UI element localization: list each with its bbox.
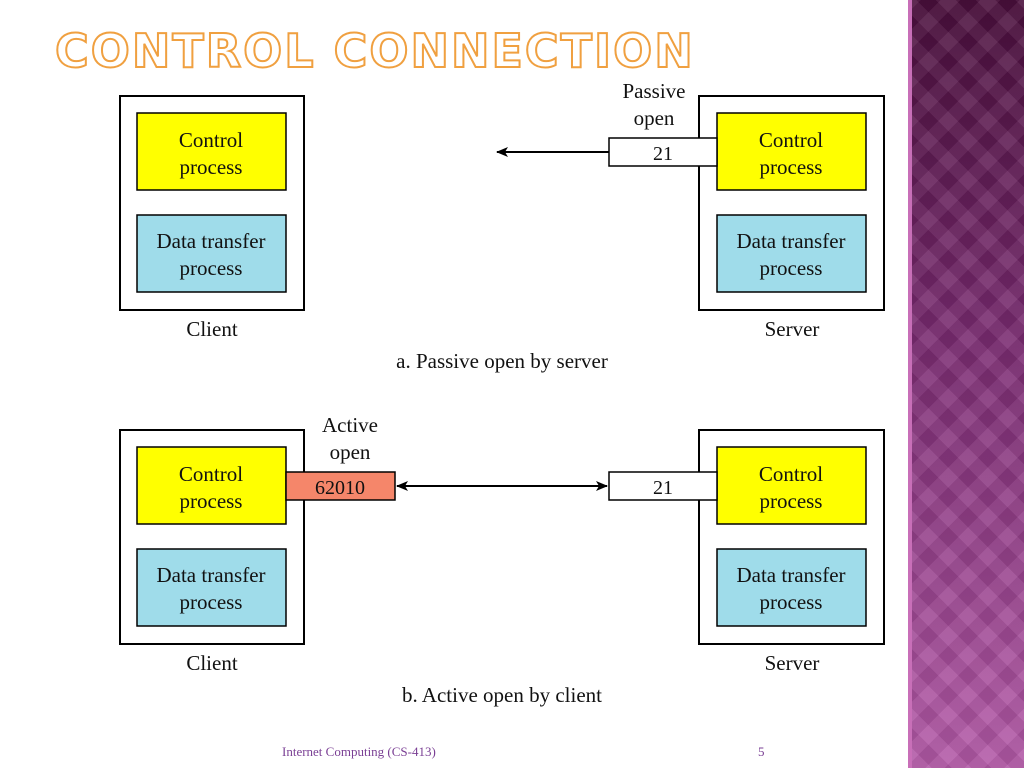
server-port-21: 21 bbox=[608, 471, 718, 501]
svg-text:21: 21 bbox=[653, 143, 673, 165]
server-label: Server bbox=[765, 317, 820, 341]
server-host: Control process Data transfer process bbox=[698, 429, 885, 645]
client-data-transfer-process: Data transfer process bbox=[136, 214, 287, 293]
server-port-21: 21 bbox=[608, 137, 718, 167]
active-open-label: Active bbox=[322, 413, 378, 437]
svg-text:Data transfer: Data transfer bbox=[736, 563, 845, 587]
page-number: 5 bbox=[758, 744, 765, 759]
footer-course: Internet Computing (CS-413) bbox=[282, 744, 436, 759]
svg-text:process: process bbox=[760, 155, 823, 179]
panel-a-caption: a. Passive open by server bbox=[396, 349, 608, 373]
svg-text:process: process bbox=[180, 256, 243, 280]
svg-text:process: process bbox=[760, 590, 823, 614]
svg-text:Control: Control bbox=[759, 462, 823, 486]
svg-text:process: process bbox=[180, 489, 243, 513]
slide-title: Control Connection bbox=[54, 23, 695, 79]
svg-text:62010: 62010 bbox=[315, 477, 365, 499]
svg-text:Data transfer: Data transfer bbox=[156, 229, 265, 253]
client-host: Control process Data transfer process bbox=[119, 429, 305, 645]
decorative-sidebar bbox=[912, 0, 1024, 768]
active-open-label-line2: open bbox=[330, 440, 371, 464]
svg-text:process: process bbox=[760, 489, 823, 513]
svg-text:process: process bbox=[760, 256, 823, 280]
panel-a: Control process Data transfer process Cl… bbox=[119, 79, 885, 373]
server-label: Server bbox=[765, 651, 820, 675]
svg-text:process: process bbox=[180, 590, 243, 614]
ftp-control-connection-diagram: Control process Data transfer process Cl… bbox=[119, 79, 885, 707]
server-control-process: Control process bbox=[716, 112, 867, 191]
svg-text:Control: Control bbox=[179, 128, 243, 152]
passive-open-label: Passive bbox=[623, 79, 686, 103]
svg-text:Data transfer: Data transfer bbox=[736, 229, 845, 253]
panel-b: Control process Data transfer process Cl… bbox=[119, 413, 885, 707]
svg-text:Data transfer: Data transfer bbox=[156, 563, 265, 587]
client-control-process: Control process bbox=[136, 112, 287, 191]
passive-open-label-line2: open bbox=[634, 106, 675, 130]
server-data-transfer-process: Data transfer process bbox=[716, 548, 867, 627]
client-label: Client bbox=[186, 317, 237, 341]
client-host: Control process Data transfer process bbox=[119, 95, 305, 311]
svg-text:21: 21 bbox=[653, 477, 673, 499]
server-control-process: Control process bbox=[716, 446, 867, 525]
panel-b-caption: b. Active open by client bbox=[402, 683, 602, 707]
svg-text:Control: Control bbox=[179, 462, 243, 486]
client-data-transfer-process: Data transfer process bbox=[136, 548, 287, 627]
svg-text:process: process bbox=[180, 155, 243, 179]
client-label: Client bbox=[186, 651, 237, 675]
svg-text:Control: Control bbox=[759, 128, 823, 152]
sidebar-edge bbox=[908, 0, 912, 768]
server-host: Control process Data transfer process bbox=[698, 95, 885, 311]
server-data-transfer-process: Data transfer process bbox=[716, 214, 867, 293]
client-port-62010: 62010 bbox=[285, 471, 396, 501]
client-control-process: Control process bbox=[136, 446, 287, 525]
